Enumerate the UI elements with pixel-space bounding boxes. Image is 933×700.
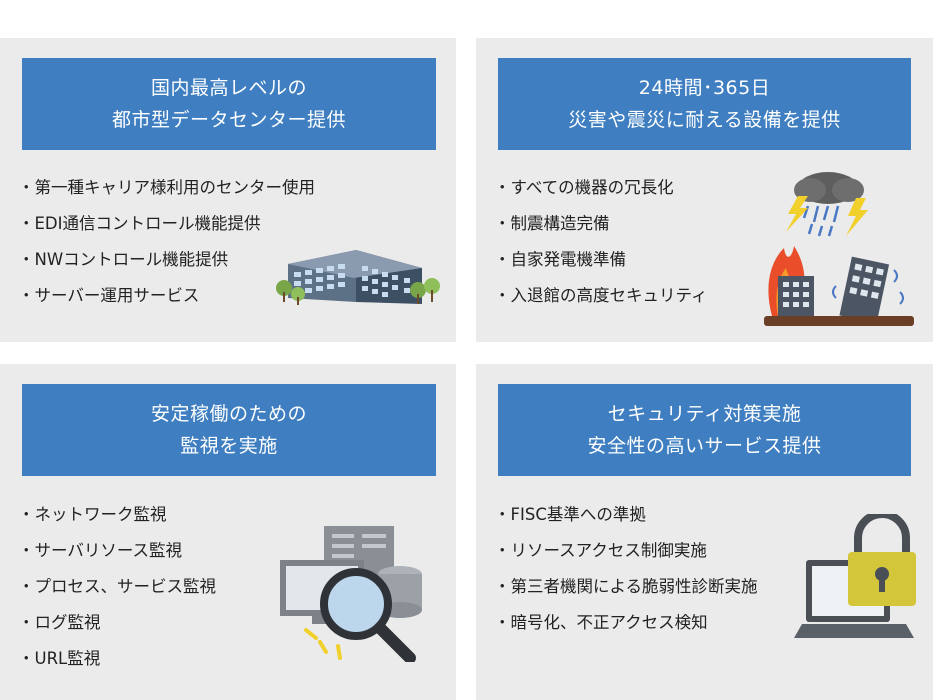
list-item: ・ログ監視 [18, 613, 101, 632]
list-item: ・第一種キャリア様利用のセンター使用 [18, 178, 315, 197]
panel-title-line1: 安定稼働のための [150, 403, 307, 425]
list-item: ・プロセス、サービス監視 [18, 577, 216, 596]
list-item: ・入退館の高度セキュリティ [494, 286, 708, 305]
feature-panel-security: セキュリティ対策実施 安全性の高いサービス提供 ・FISC基準への準拠 ・リソー… [476, 364, 933, 700]
list-item: ・EDI通信コントロール機能提供 [18, 214, 261, 233]
panel-title-line1: 24時間･365日 [638, 77, 771, 99]
list-item: ・ネットワーク監視 [18, 505, 167, 524]
feature-list: ・すべての機器の冗長化 ・制震構造完備 ・自家発電機準備 ・入退館の高度セキュリ… [494, 170, 708, 314]
list-item: ・URL監視 [18, 649, 101, 668]
panel-header: 24時間･365日 災害や震災に耐える設備を提供 [498, 58, 911, 150]
feature-panel-datacenter: 国内最高レベルの 都市型データセンター提供 ・第一種キャリア様利用のセンター使用… [0, 38, 456, 342]
list-item: ・NWコントロール機能提供 [18, 250, 229, 269]
panel-header: セキュリティ対策実施 安全性の高いサービス提供 [498, 384, 911, 476]
disaster-buildings-icon [764, 172, 914, 326]
panel-title-line2: 都市型データセンター提供 [111, 109, 346, 131]
feature-list: ・ネットワーク監視 ・サーバリソース監視 ・プロセス、サービス監視 ・ログ監視 … [18, 497, 216, 677]
panel-title-line2: 安全性の高いサービス提供 [587, 435, 822, 457]
list-item: ・サーバー運用サービス [18, 286, 200, 305]
list-item: ・暗号化、不正アクセス検知 [494, 613, 708, 632]
magnifier-monitoring-icon [280, 526, 422, 662]
panel-title-line2: 災害や震災に耐える設備を提供 [568, 109, 841, 131]
feature-list: ・第一種キャリア様利用のセンター使用 ・EDI通信コントロール機能提供 ・NWコ… [18, 170, 315, 314]
panel-title-line2: 監視を実施 [180, 435, 278, 457]
panel-header: 安定稼働のための 監視を実施 [22, 384, 436, 476]
list-item: ・サーバリソース監視 [18, 541, 183, 560]
list-item: ・FISC基準への準拠 [494, 505, 646, 524]
panel-header: 国内最高レベルの 都市型データセンター提供 [22, 58, 436, 150]
list-item: ・自家発電機準備 [494, 250, 626, 269]
list-item: ・すべての機器の冗長化 [494, 178, 674, 197]
feature-panel-monitoring: 安定稼働のための 監視を実施 ・ネットワーク監視 ・サーバリソース監視 ・プロセ… [0, 364, 456, 700]
laptop-padlock-icon [794, 514, 916, 638]
feature-panel-disaster: 24時間･365日 災害や震災に耐える設備を提供 ・すべての機器の冗長化 ・制震… [476, 38, 933, 342]
office-building-icon [276, 250, 440, 305]
list-item: ・リソースアクセス制御実施 [494, 541, 707, 560]
list-item: ・制震構造完備 [494, 214, 610, 233]
list-item: ・第三者機関による脆弱性診断実施 [494, 577, 758, 596]
panel-title-line1: セキュリティ対策実施 [607, 403, 802, 425]
feature-list: ・FISC基準への準拠 ・リソースアクセス制御実施 ・第三者機関による脆弱性診断… [494, 497, 758, 641]
panel-title-line1: 国内最高レベルの [150, 77, 307, 99]
